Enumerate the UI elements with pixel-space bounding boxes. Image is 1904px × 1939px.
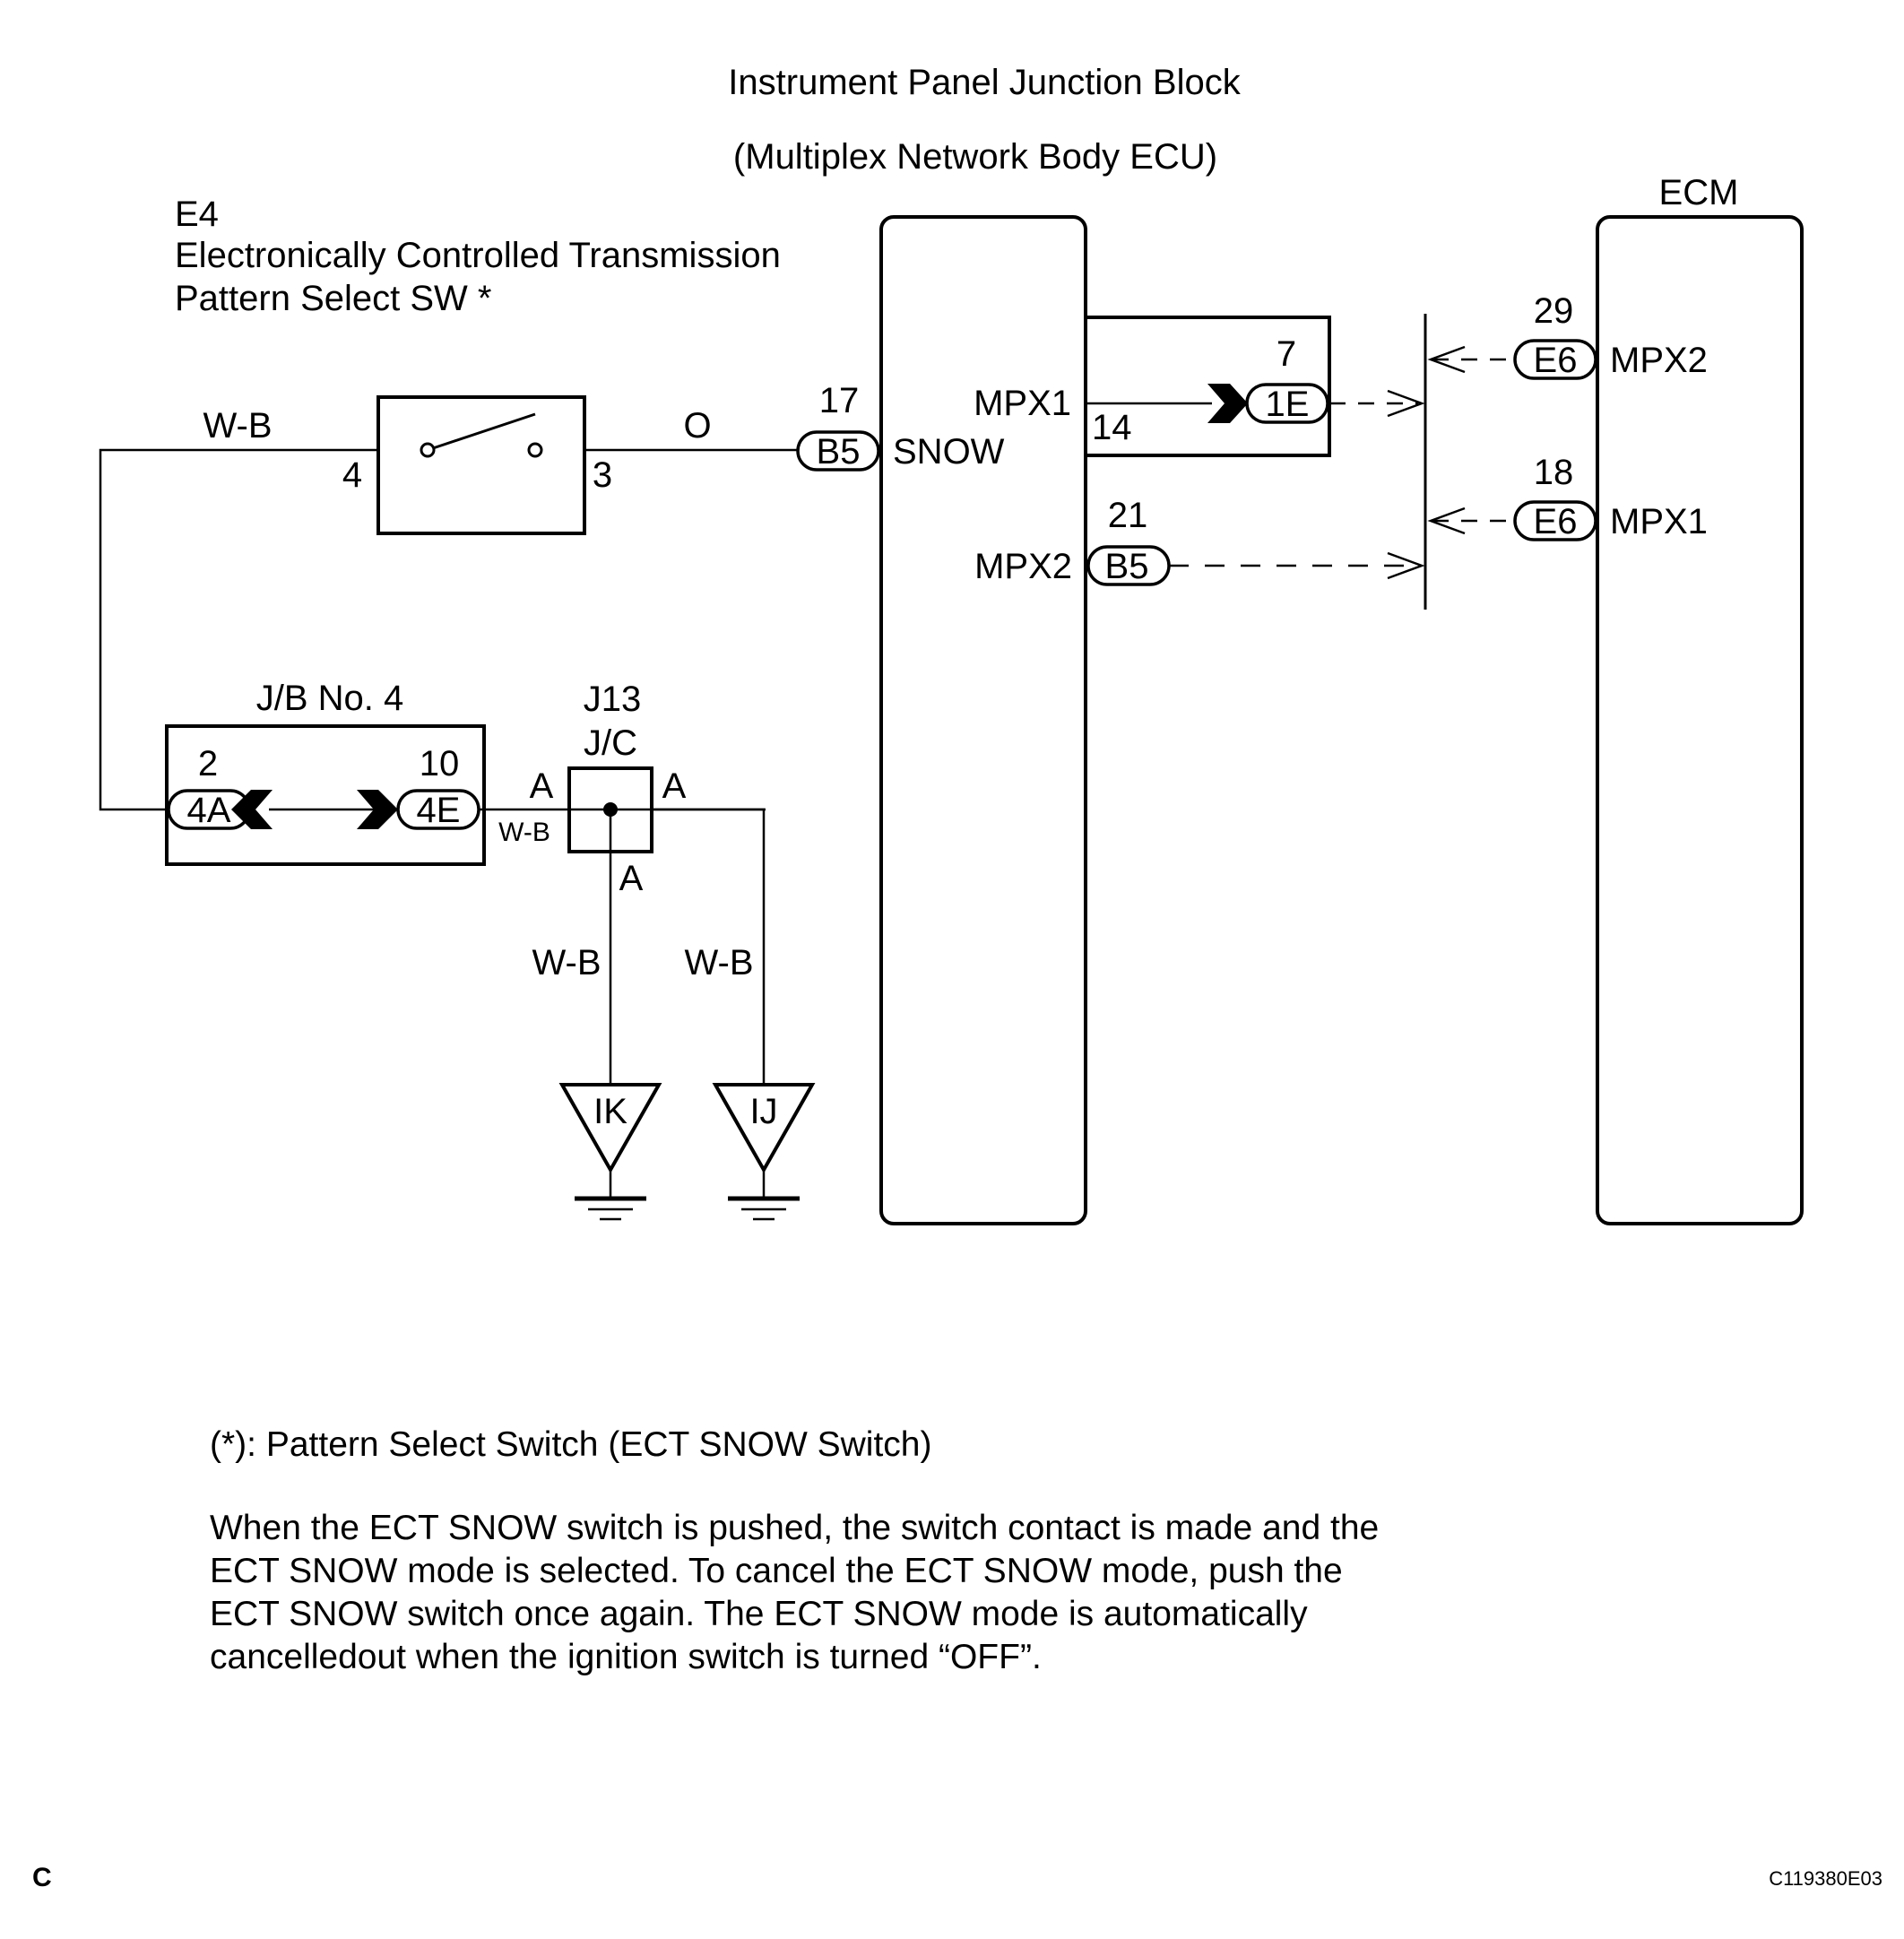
arrow-mpx2-bus: [1387, 551, 1425, 580]
ground-ij-triangle: [712, 1083, 816, 1174]
jb-right-pin: 10: [420, 744, 460, 783]
switch-pin-left: 4: [342, 455, 362, 495]
jb-left-pin: 2: [198, 744, 218, 783]
wire-label-switch-out: O: [683, 406, 711, 446]
mpx1-sub-box: [1086, 316, 1331, 457]
switch-pin-right: 3: [593, 455, 612, 495]
figure-code: C119380E03: [1769, 1867, 1882, 1890]
wire-ground-ij: [652, 808, 766, 1085]
ecm-mpx2-connector: [1513, 339, 1597, 380]
ground-ik-symbol: [575, 1196, 646, 1221]
jb-left-connector-label: 4A: [187, 791, 231, 830]
ecm-box: [1596, 215, 1804, 1225]
description-line1: When the ECT SNOW switch is pushed, the …: [210, 1509, 1380, 1547]
jb-right-connector-label: 4E: [417, 791, 461, 830]
mpx2-connector-label: B5: [1105, 547, 1149, 586]
switch-terminal-left: [420, 442, 436, 458]
ground-ik-triangle: [558, 1083, 662, 1174]
jc-pin-bottom: A: [619, 859, 644, 898]
ground-ij-symbol: [728, 1196, 800, 1221]
switch-terminal-right: [527, 442, 543, 458]
body-ecu-box: [879, 215, 1087, 1225]
notes: (*): Pattern Select Switch (ECT SNOW Swi…: [210, 1424, 1554, 1679]
description-line4: cancelledout when the ignition switch is…: [210, 1638, 1042, 1676]
wire-label-top-left: W-B: [203, 406, 272, 446]
snow-label: SNOW: [893, 432, 1005, 472]
snow-pin: 17: [819, 381, 860, 420]
arrow-bus-ecm-mpx1: [1427, 506, 1466, 535]
ecm-mpx2-connector-label: E6: [1534, 341, 1578, 380]
title-line2: (Multiplex Network Body ECU): [733, 137, 1217, 177]
connector-1e-label: 1E: [1266, 385, 1310, 424]
jb-left-arrow: [231, 790, 273, 829]
mpx1-internal-pin: 14: [1092, 408, 1132, 447]
switch-code: E4: [175, 195, 219, 234]
connector-1e-pin: 7: [1277, 334, 1296, 374]
title-line1: Instrument Panel Junction Block: [728, 63, 1241, 102]
mpx1-label: MPX1: [974, 384, 1071, 423]
ecm-mpx2-pin: 29: [1534, 291, 1574, 331]
ecm-mpx1-connector-label: E6: [1534, 502, 1578, 541]
mpx2-pin: 21: [1108, 496, 1148, 535]
switch-contact-arm: [427, 412, 536, 452]
ecm-mpx1-pin: 18: [1534, 453, 1574, 492]
wire-label-ground-ij: W-B: [684, 943, 753, 982]
description-line3: ECT SNOW switch once again. The ECT SNOW…: [210, 1595, 1308, 1633]
wire-label-ground-ik: W-B: [532, 943, 601, 982]
arrow-1e-bus: [1387, 389, 1425, 418]
ground-ij-label: IJ: [749, 1092, 777, 1131]
switch-box: [376, 395, 586, 535]
arrow-bus-ecm-mpx2: [1427, 345, 1466, 374]
snow-connector: [796, 430, 880, 472]
jc-code: J13: [584, 680, 642, 719]
ecm-mpx2-label: MPX2: [1610, 341, 1708, 380]
wire-wb-left-loop: [99, 448, 378, 811]
jc-pin-right: A: [662, 766, 687, 806]
jb-box: [165, 724, 486, 866]
mpx2-label: MPX2: [974, 547, 1072, 586]
footnote: (*): Pattern Select Switch (ECT SNOW Swi…: [210, 1425, 932, 1464]
corner-letter: C: [32, 1863, 52, 1892]
description-line2: ECT SNOW mode is selected. To cancel the…: [210, 1552, 1343, 1590]
jb-right-arrow: [357, 790, 398, 829]
connector-1e-arrow: [1207, 384, 1248, 423]
jc-pin-left: A: [530, 766, 554, 806]
connector-1e: [1245, 383, 1329, 424]
snow-connector-label: B5: [817, 432, 861, 472]
ecm-label: ECM: [1659, 173, 1739, 212]
jc-label: J/C: [584, 723, 637, 763]
ecm-mpx1-label: MPX1: [1610, 502, 1708, 541]
switch-name-line2: Pattern Select SW *: [175, 279, 491, 318]
ecm-mpx1-connector: [1513, 500, 1597, 541]
ground-ik-label: IK: [593, 1092, 627, 1131]
switch-name-line1: Electronically Controlled Transmission: [175, 236, 781, 275]
wire-label-jb-jc: W-B: [498, 818, 550, 847]
jb-label: J/B No. 4: [256, 679, 404, 718]
